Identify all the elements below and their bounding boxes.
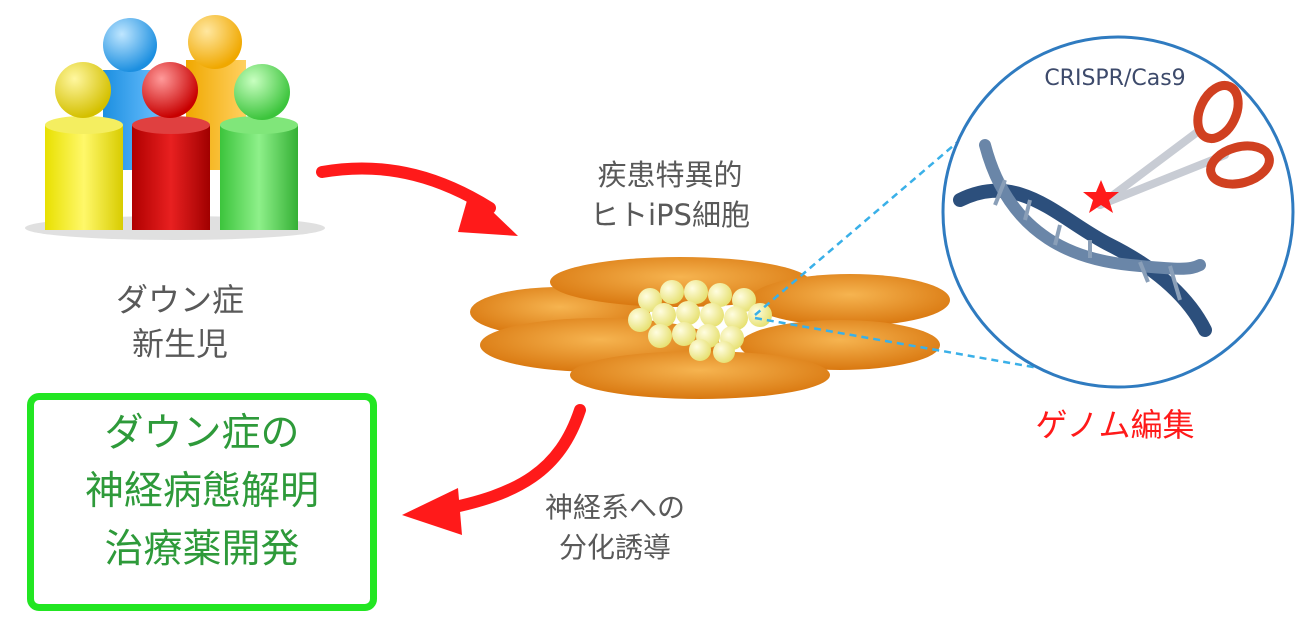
stem-cell-colony bbox=[628, 280, 772, 363]
goal-line-3: 治療薬開発 bbox=[104, 527, 300, 572]
dna-helix-icon bbox=[953, 139, 1212, 337]
people-group-icon bbox=[25, 15, 325, 240]
goal-text: ダウン症の 神経病態解明 治療薬開発 bbox=[27, 405, 377, 579]
ips-cell-cluster-icon bbox=[470, 257, 950, 399]
person-red-body bbox=[132, 125, 210, 230]
person-yellow-body bbox=[45, 125, 123, 230]
arrow-to-goal-icon bbox=[402, 404, 586, 535]
goal-box bbox=[27, 393, 377, 611]
person-yellow-head bbox=[55, 62, 111, 118]
ips-cell-label-line-2: ヒトiPS細胞 bbox=[590, 198, 750, 232]
cut-site-star-icon bbox=[1083, 180, 1119, 213]
genome-editing-label: ゲノム編集 bbox=[1035, 406, 1195, 444]
person-green-head bbox=[234, 64, 290, 120]
person-green-body bbox=[220, 125, 298, 230]
differentiation-label: 神経系への 分化誘導 bbox=[490, 488, 740, 568]
differentiation-label-line-1: 神経系への bbox=[544, 491, 685, 524]
genome-editing-circle bbox=[941, 35, 1295, 389]
crispr-label: CRISPR/Cas9 bbox=[1044, 66, 1186, 91]
arrow-to-cells-icon bbox=[316, 162, 518, 236]
person-red-head bbox=[142, 62, 198, 118]
ips-cell-label: 疾患特異的 ヒトiPS細胞 bbox=[520, 155, 820, 235]
people-label: ダウン症 新生児 bbox=[60, 278, 300, 366]
differentiation-label-line-2: 分化誘導 bbox=[558, 531, 671, 564]
ips-cell-label-line-1: 疾患特異的 bbox=[597, 158, 743, 192]
zoom-lines bbox=[754, 139, 1051, 372]
person-blue-head bbox=[103, 18, 157, 72]
people-label-line-2: 新生児 bbox=[131, 325, 228, 363]
goal-line-1: ダウン症の bbox=[104, 411, 300, 456]
people-label-line-1: ダウン症 bbox=[115, 281, 244, 319]
person-orange-head bbox=[188, 15, 242, 69]
goal-line-2: 神経病態解明 bbox=[84, 469, 319, 514]
